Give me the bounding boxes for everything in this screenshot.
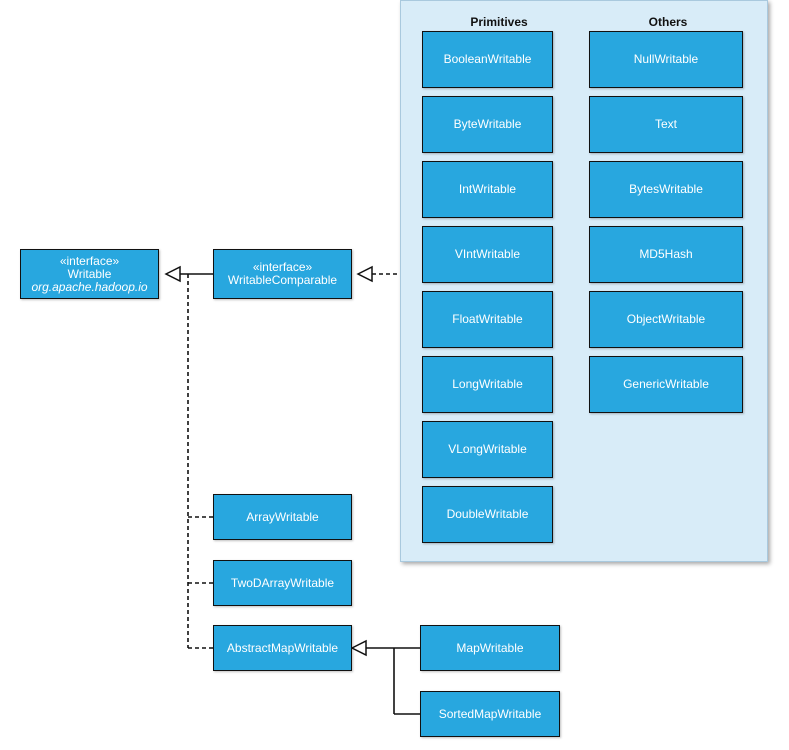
twodarraywritable-box: TwoDArrayWritable xyxy=(213,560,352,606)
primitive-box: ByteWritable xyxy=(422,96,553,153)
primitive-box: VIntWritable xyxy=(422,226,553,283)
writablecomparable-interface-box: «interface» WritableComparable xyxy=(213,249,352,299)
arraywritable-label: ArrayWritable xyxy=(246,509,319,524)
other-label: MD5Hash xyxy=(639,247,693,261)
primitive-label: VLongWritable xyxy=(448,442,527,456)
other-label: Text xyxy=(654,117,677,131)
abstractmapwritable-box: AbstractMapWritable xyxy=(213,625,352,671)
primitive-box: VLongWritable xyxy=(422,421,553,478)
writable-stereotype: «interface» xyxy=(59,253,120,268)
primitive-box: FloatWritable xyxy=(422,291,553,348)
primitive-label: BooleanWritable xyxy=(443,52,532,66)
other-box: MD5Hash xyxy=(589,226,743,283)
sortedmapwritable-box: SortedMapWritable xyxy=(420,691,560,737)
other-label: GenericWritable xyxy=(623,377,709,391)
primitives-header: Primitives xyxy=(470,15,528,29)
primitive-label: ByteWritable xyxy=(453,117,522,131)
arraywritable-box: ArrayWritable xyxy=(213,494,352,540)
arrowhead-abstractmapwritable xyxy=(350,639,367,657)
mapwritable-box: MapWritable xyxy=(420,625,560,671)
other-box: BytesWritable xyxy=(589,161,743,218)
arrowhead-writable xyxy=(164,265,181,283)
writable-name: Writable xyxy=(67,266,112,281)
primitive-label: DoubleWritable xyxy=(446,507,529,521)
primitive-label: LongWritable xyxy=(452,377,523,391)
primitive-box: IntWritable xyxy=(422,161,553,218)
writablecomparable-implementations-panel: Primitives Others BooleanWritable ByteWr… xyxy=(400,0,768,562)
other-box: NullWritable xyxy=(589,31,743,88)
other-box: Text xyxy=(589,96,743,153)
abstractmapwritable-label: AbstractMapWritable xyxy=(226,640,339,655)
other-label: NullWritable xyxy=(633,52,699,66)
primitive-box: BooleanWritable xyxy=(422,31,553,88)
writable-interface-box: «interface» Writable org.apache.hadoop.i… xyxy=(20,249,159,299)
others-header: Others xyxy=(648,15,688,29)
other-box: GenericWritable xyxy=(589,356,743,413)
other-label: ObjectWritable xyxy=(626,312,706,326)
primitive-label: VIntWritable xyxy=(454,247,521,261)
writablecomparable-name: WritableComparable xyxy=(227,273,338,287)
arrowhead-writablecomparable xyxy=(356,265,373,283)
other-box: ObjectWritable xyxy=(589,291,743,348)
other-label: BytesWritable xyxy=(629,182,703,196)
twodarraywritable-label: TwoDArrayWritable xyxy=(230,575,335,590)
primitive-label: IntWritable xyxy=(458,182,517,196)
sortedmapwritable-label: SortedMapWritable xyxy=(438,706,542,721)
primitive-box: LongWritable xyxy=(422,356,553,413)
mapwritable-label: MapWritable xyxy=(456,640,524,655)
writablecomparable-stereotype: «interface» xyxy=(252,260,313,274)
primitive-label: FloatWritable xyxy=(452,312,523,326)
primitive-box: DoubleWritable xyxy=(422,486,553,543)
writable-package: org.apache.hadoop.io xyxy=(31,279,148,294)
